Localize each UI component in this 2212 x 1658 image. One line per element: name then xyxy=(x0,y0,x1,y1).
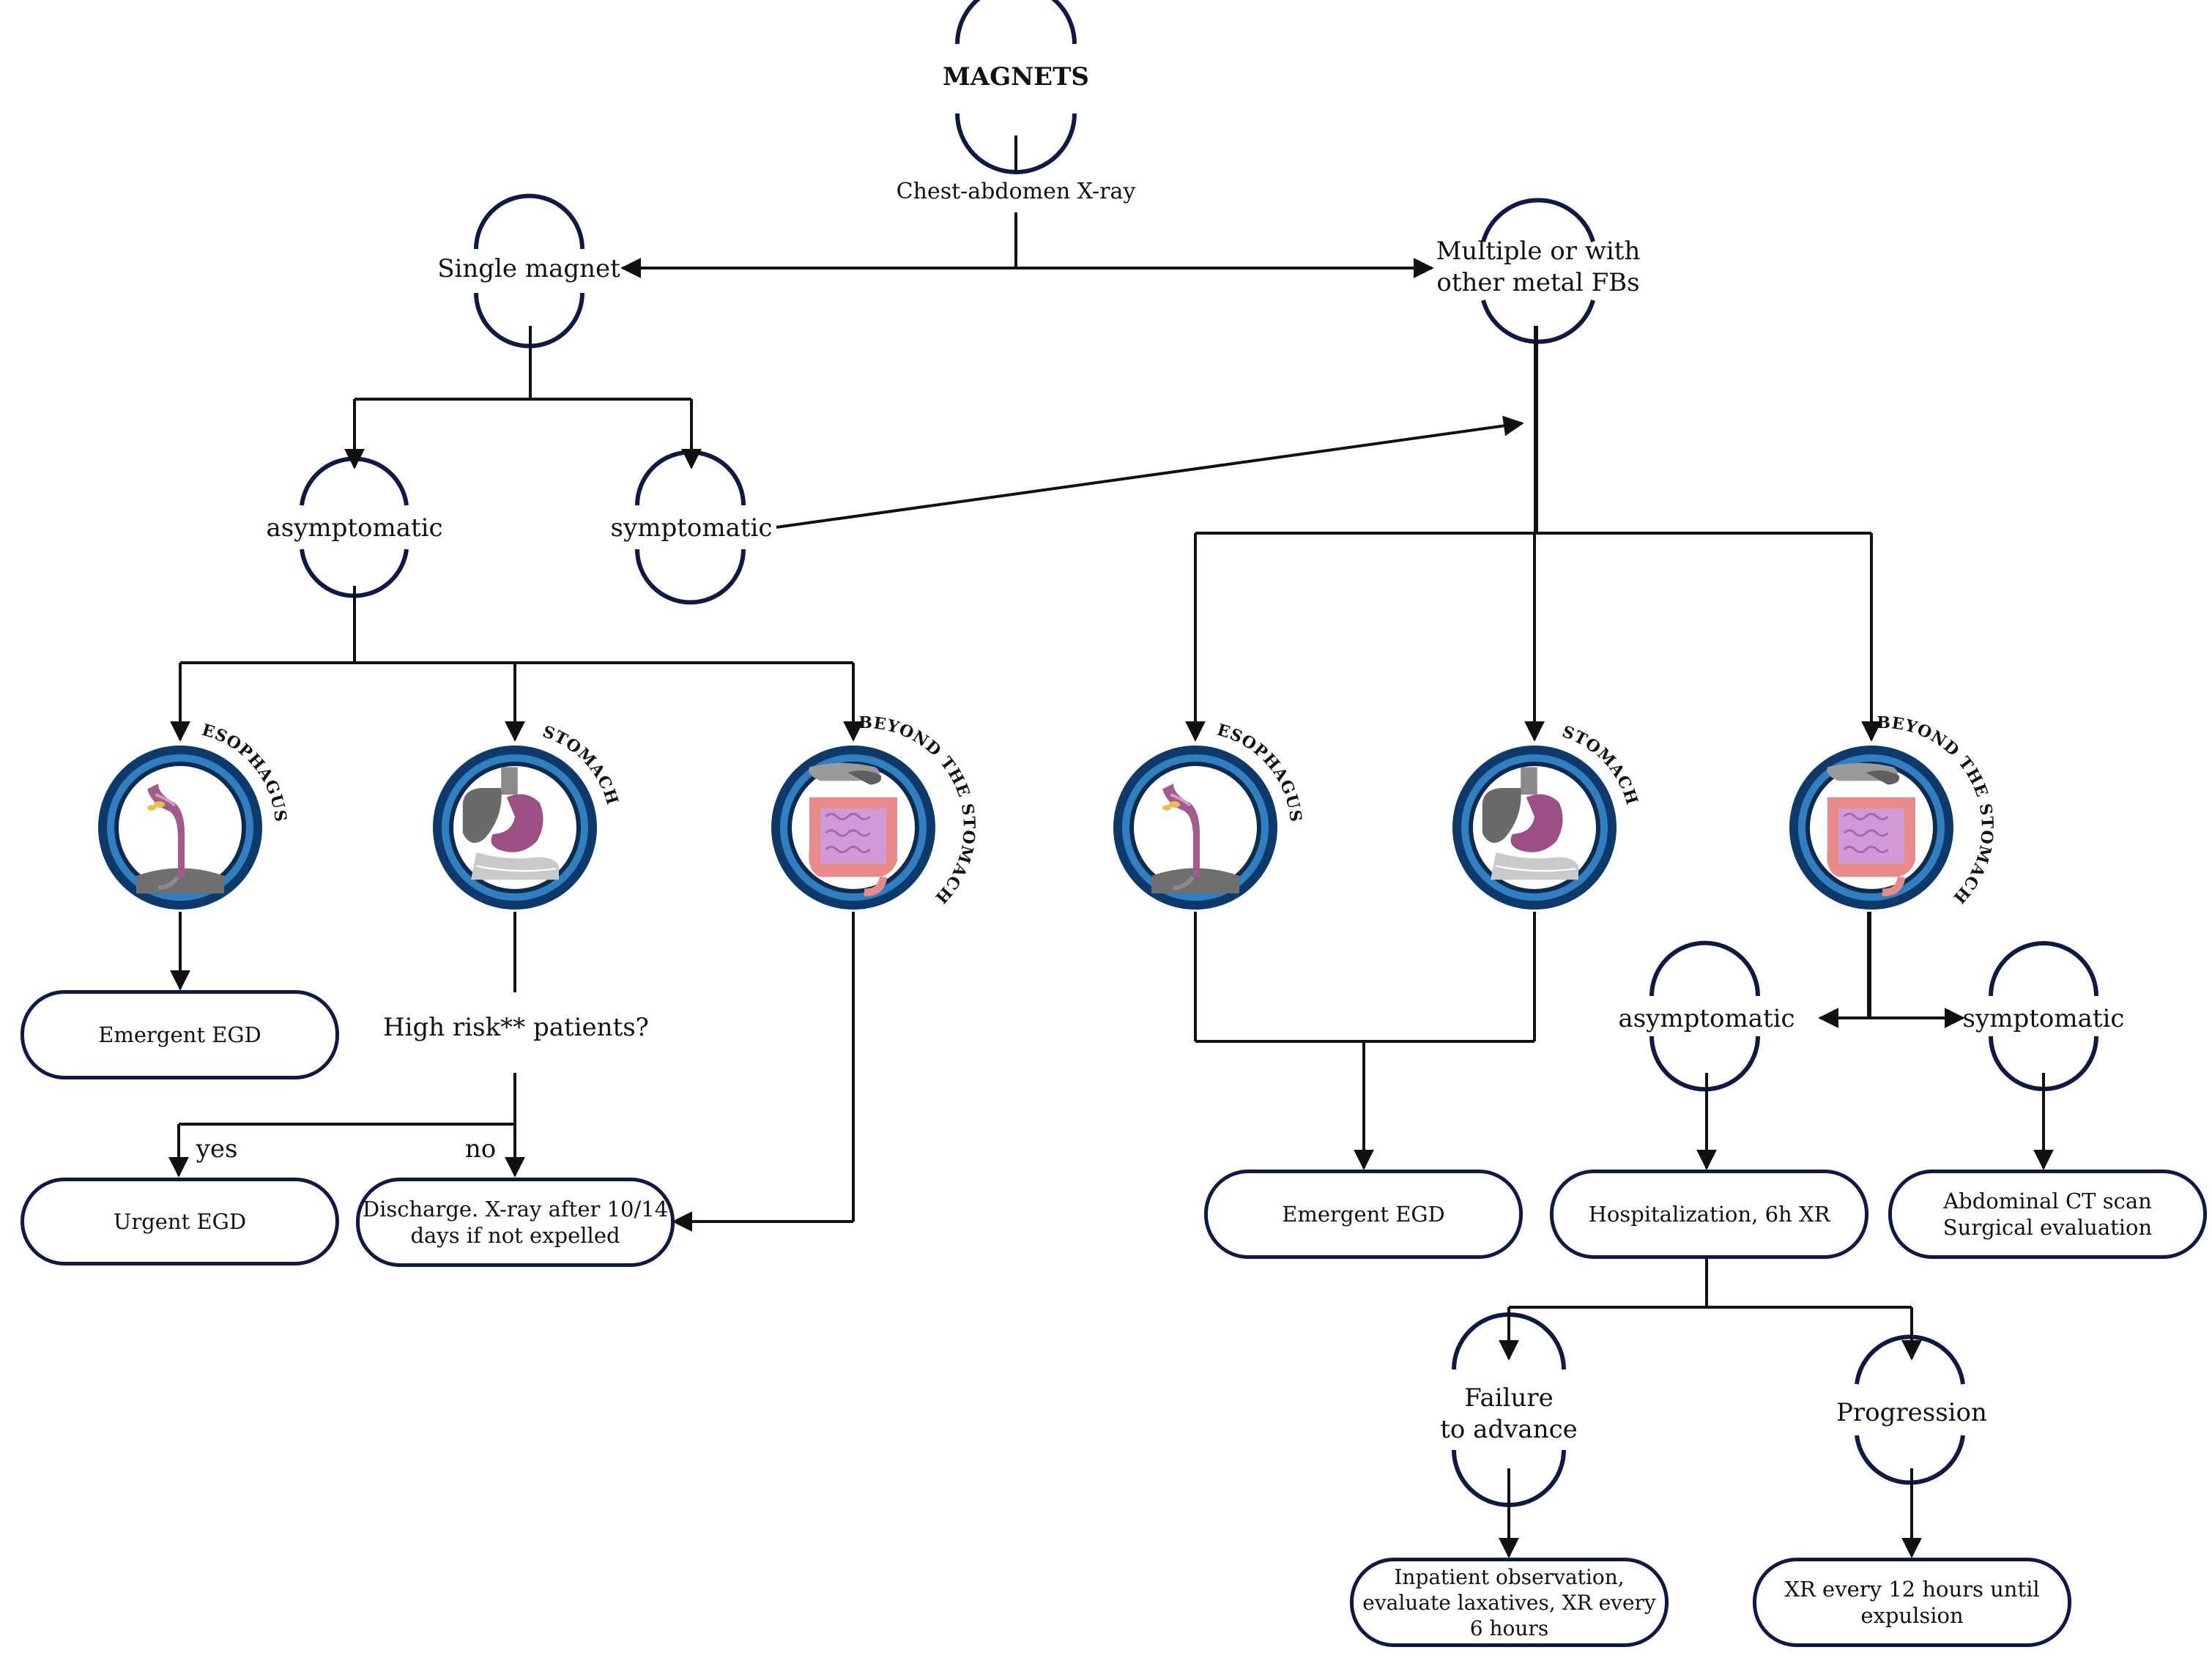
discharge-line2: days if not expelled xyxy=(410,1223,620,1248)
failure-line2: to advance xyxy=(1440,1414,1578,1444)
yes-label: yes xyxy=(196,1134,238,1164)
left-emergent-egd-text: Emergent EGD xyxy=(98,1022,261,1047)
right-asym-node-ring xyxy=(1649,940,1760,1092)
right-emergent-egd-box: Emergent EGD xyxy=(1204,1170,1523,1259)
progression-title: Progression xyxy=(1836,1398,1987,1427)
right-esophagus-node xyxy=(1113,746,1277,910)
left-esophagus-node xyxy=(98,746,262,910)
hospitalization-text: Hospitalization, 6h XR xyxy=(1588,1201,1830,1227)
ct-line2: Surgical evaluation xyxy=(1942,1215,2153,1240)
inpatient-box: Inpatient observation, evaluate laxative… xyxy=(1350,1558,1669,1647)
multiple-title-line2: other metal FBs xyxy=(1436,267,1640,297)
inpatient-line3: 6 hours xyxy=(1469,1616,1549,1640)
xr12-line2: expulsion xyxy=(1860,1603,1964,1628)
right-beyond-node xyxy=(1789,746,1953,910)
failure-line1: Failure xyxy=(1464,1383,1554,1413)
left-asym-title: asymptomatic xyxy=(266,513,443,543)
discharge-line1: Discharge. X-ray after 10/14 xyxy=(362,1196,669,1222)
right-emergent-egd-text: Emergent EGD xyxy=(1282,1201,1445,1227)
xr12-line1: XR every 12 hours until xyxy=(1784,1576,2040,1602)
progression-node-ring xyxy=(1855,1334,1965,1485)
right-sym-title: symptomatic xyxy=(1962,1004,2125,1033)
high-risk-question: High risk** patients? xyxy=(383,1013,649,1042)
ct-surgical-box: Abdominal CT scan Surgical evaluation xyxy=(1888,1170,2207,1259)
failure-title: Failure to advance xyxy=(1414,1383,1604,1445)
discharge-box: Discharge. X-ray after 10/14 days if not… xyxy=(356,1178,675,1267)
left-stomach-node xyxy=(433,746,597,910)
multiple-title: Multiple or with other metal FBs xyxy=(1414,236,1663,298)
multiple-title-line1: Multiple or with xyxy=(1436,237,1641,266)
edge-sym-to-multiple xyxy=(776,415,1524,529)
left-emergent-egd-box: Emergent EGD xyxy=(21,990,339,1079)
xray-edge-label: Chest-abdomen X-ray xyxy=(896,179,1136,204)
left-sym-title: symptomatic xyxy=(610,513,773,543)
right-stomach-node xyxy=(1452,746,1617,910)
xr12-box: XR every 12 hours until expulsion xyxy=(1753,1558,2071,1647)
right-asym-title: asymptomatic xyxy=(1618,1004,1795,1033)
single-magnet-title: Single magnet xyxy=(437,254,620,283)
hospitalization-box: Hospitalization, 6h XR xyxy=(1550,1170,1868,1259)
ct-line1: Abdominal CT scan xyxy=(1943,1188,2152,1213)
left-beyond-node xyxy=(771,746,935,910)
urgent-egd-box: Urgent EGD xyxy=(21,1178,339,1265)
inpatient-line2: evaluate laxatives, XR every xyxy=(1362,1590,1656,1615)
no-label: no xyxy=(464,1134,497,1164)
inpatient-line1: Inpatient observation, xyxy=(1394,1564,1625,1589)
urgent-egd-text: Urgent EGD xyxy=(113,1208,247,1234)
magnets-title: MAGNETS xyxy=(943,62,1089,92)
